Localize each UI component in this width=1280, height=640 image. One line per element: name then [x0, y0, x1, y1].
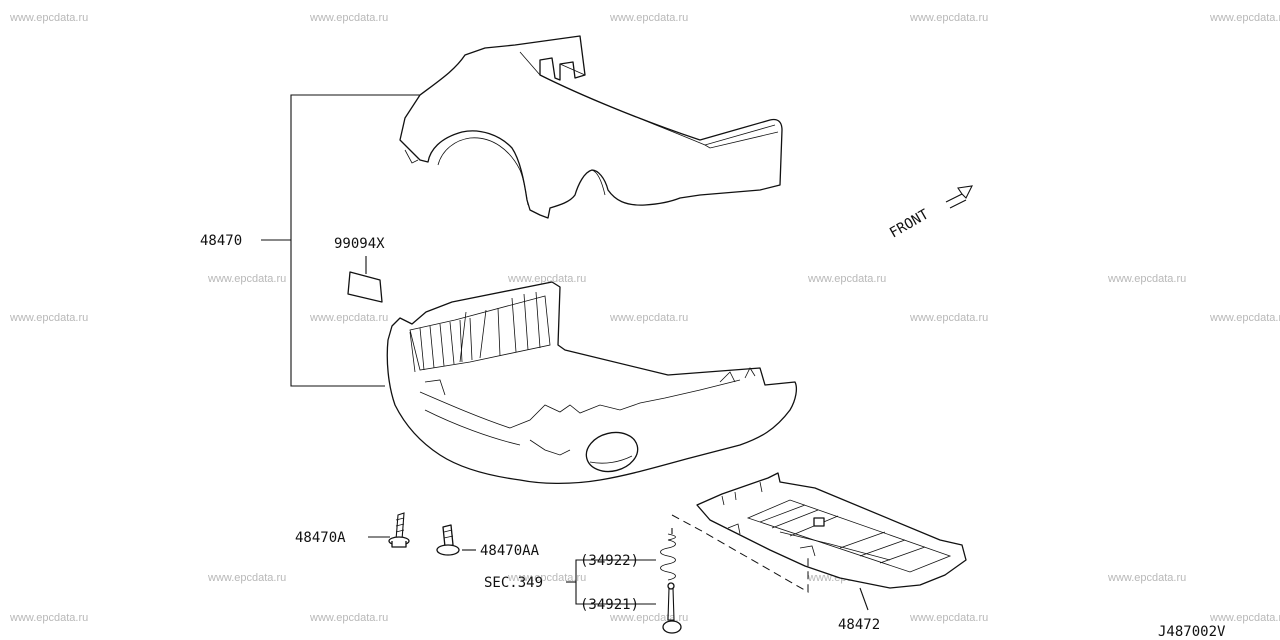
front-indicator: FRONT: [887, 185, 973, 241]
callout-shroud-assembly: 48470: [200, 233, 242, 249]
screw-48470a[interactable]: [388, 512, 410, 548]
callout-pin: (34921): [580, 597, 639, 613]
watermark: www.epcdata.ru: [609, 12, 688, 24]
watermark: www.epcdata.ru: [309, 312, 388, 324]
watermark: www.epcdata.ru: [1107, 572, 1186, 584]
watermark: www.epcdata.ru: [309, 612, 388, 624]
watermark: www.epcdata.ru: [207, 572, 286, 584]
watermark: www.epcdata.ru: [309, 12, 388, 24]
diagram-code: J487002V: [1158, 624, 1226, 640]
watermark: www.epcdata.ru: [1209, 312, 1280, 324]
watermark: www.epcdata.ru: [1209, 12, 1280, 24]
watermark: www.epcdata.ru: [1107, 273, 1186, 285]
watermark: www.epcdata.ru: [9, 612, 88, 624]
screw-48470aa[interactable]: [436, 524, 460, 556]
section-reference: SEC.349: [484, 575, 543, 591]
callout-screw-aa: 48470AA: [480, 543, 540, 559]
callout-screw-a: 48470A: [295, 530, 346, 546]
watermark: www.epcdata.ru: [507, 273, 586, 285]
pin-34921[interactable]: [662, 528, 682, 634]
watermark: www.epcdata.ru: [9, 12, 88, 24]
watermark: www.epcdata.ru: [807, 273, 886, 285]
watermark: www.epcdata.ru: [609, 312, 688, 324]
label-sticker[interactable]: [347, 271, 383, 303]
spring-34922[interactable]: [660, 533, 676, 581]
watermark: www.epcdata.ru: [1209, 612, 1280, 624]
watermark: www.epcdata.ru: [9, 312, 88, 324]
lower-cover[interactable]: [696, 472, 967, 589]
sec-bracket: [566, 559, 656, 605]
upper-shroud[interactable]: [399, 35, 783, 219]
watermark: www.epcdata.ru: [207, 273, 286, 285]
watermarks: www.epcdata.ru www.epcdata.ru www.epcdat…: [9, 12, 1280, 624]
lower-shroud[interactable]: [386, 281, 797, 485]
bracket-48470: [261, 94, 420, 387]
watermark: www.epcdata.ru: [909, 12, 988, 24]
callout-spring: (34922): [580, 553, 639, 569]
watermark: www.epcdata.ru: [909, 612, 988, 624]
callout-label-sticker: 99094X: [334, 236, 385, 252]
assembly-guide-line: [671, 514, 809, 593]
front-arrow-icon: [945, 185, 973, 209]
watermark: www.epcdata.ru: [909, 312, 988, 324]
callout-lower-cover: 48472: [838, 617, 880, 633]
front-label: FRONT: [887, 206, 932, 241]
watermark: www.epcdata.ru: [507, 572, 586, 584]
